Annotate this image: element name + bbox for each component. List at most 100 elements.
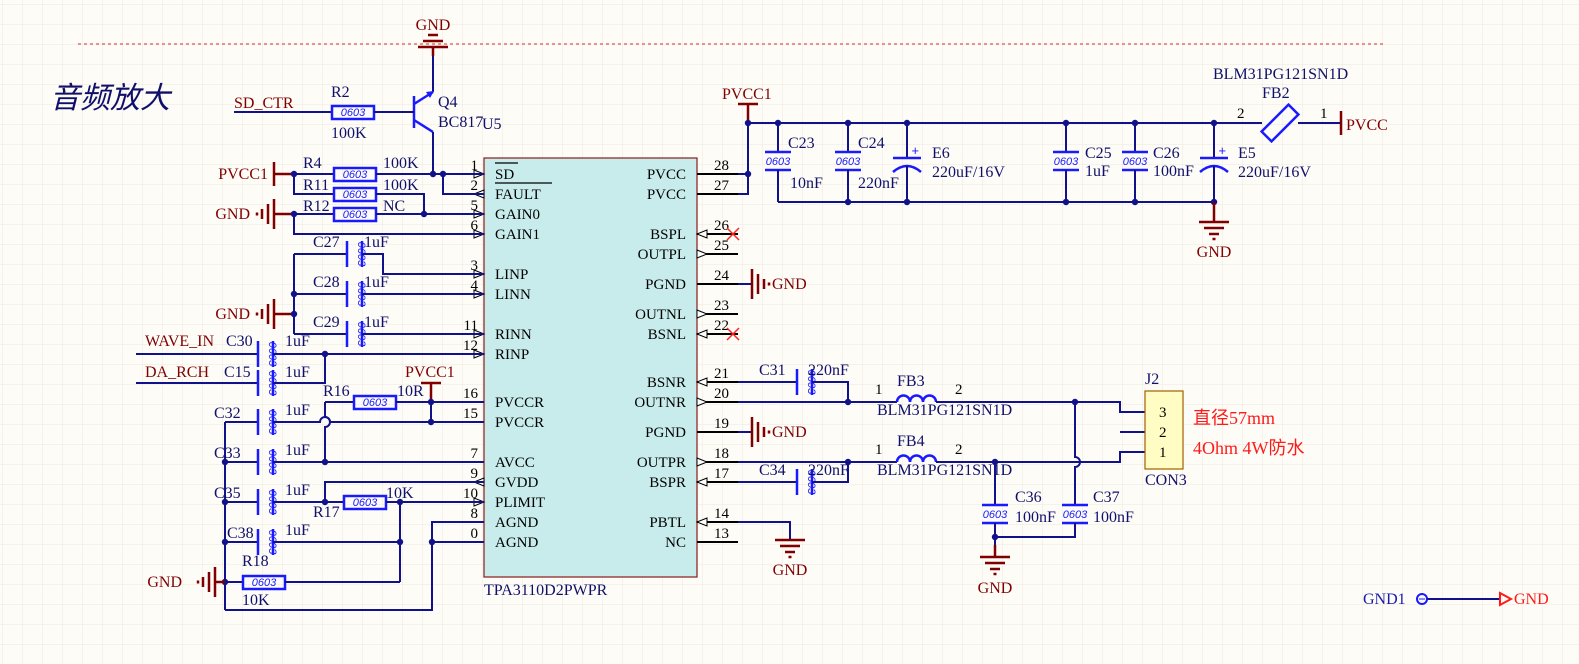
package-label: 0603 bbox=[266, 450, 278, 475]
schematic-title: 音频放大 bbox=[50, 82, 173, 115]
connector-pin-number: 2 bbox=[1159, 425, 1167, 441]
junction-dot bbox=[290, 290, 298, 298]
port-arrow-icon bbox=[1499, 591, 1514, 607]
package-label: 0603 bbox=[805, 370, 817, 395]
gnd-label: GND bbox=[772, 276, 807, 293]
c37-value: 100nF bbox=[1093, 509, 1134, 526]
r4-ref: R4 bbox=[303, 155, 322, 172]
c31-ref: C31 bbox=[759, 362, 786, 379]
fb3-pin-2: 2 bbox=[955, 382, 963, 398]
r2-value: 100K bbox=[331, 125, 367, 142]
pin-name: AGND bbox=[495, 515, 538, 531]
pin-number: 17 bbox=[714, 466, 730, 482]
gnd-label: GND bbox=[772, 424, 807, 441]
gnd-label: GND bbox=[147, 574, 182, 591]
junction-dot bbox=[844, 398, 852, 406]
connector-J2: 321 bbox=[1144, 390, 1184, 470]
polarity-plus-sign: + bbox=[911, 143, 919, 158]
fb3-value: BLM31PG121SN1D bbox=[877, 402, 1012, 419]
r11-value: 100K bbox=[383, 177, 419, 194]
package-label: 0603 bbox=[983, 509, 1008, 521]
pin-name: PGND bbox=[645, 277, 686, 293]
r12-ref: R12 bbox=[303, 198, 330, 215]
pin-name: LINP bbox=[495, 267, 528, 283]
pin-number: 22 bbox=[714, 318, 729, 334]
r12-value: NC bbox=[383, 198, 405, 215]
c35-ref: C35 bbox=[214, 485, 241, 502]
pin-output-arrow bbox=[695, 477, 708, 487]
net-label-sd-ctr: SD_CTR bbox=[234, 95, 294, 112]
pvcc1-label: PVCC1 bbox=[405, 364, 455, 381]
c26-value: 100nF bbox=[1153, 163, 1194, 180]
wire bbox=[293, 214, 484, 235]
pin-name: RINP bbox=[495, 347, 529, 363]
q4-ref: Q4 bbox=[438, 94, 458, 111]
pin-number: 7 bbox=[471, 446, 479, 462]
pin-number: 5 bbox=[471, 198, 479, 214]
c23-ref: C23 bbox=[788, 135, 815, 152]
fb4-pin-1: 1 bbox=[875, 442, 883, 458]
c36-ref: C36 bbox=[1015, 489, 1042, 506]
pin-input-arrow bbox=[696, 457, 709, 467]
c29-value: 1uF bbox=[364, 314, 389, 331]
transistor-collector bbox=[413, 118, 434, 134]
speaker-note-spec: 4Ohm 4W防水 bbox=[1193, 438, 1305, 458]
pin-name: GAIN1 bbox=[495, 227, 540, 243]
fb2-value: BLM31PG121SN1D bbox=[1213, 66, 1348, 83]
pin-number: 4 bbox=[471, 278, 479, 294]
wire bbox=[738, 123, 749, 195]
pin-number: 19 bbox=[714, 416, 729, 432]
package-label: 0603 bbox=[343, 169, 368, 181]
pin-number: 3 bbox=[471, 258, 479, 274]
ferrite-body bbox=[1259, 102, 1301, 144]
pin-name: GAIN0 bbox=[495, 207, 540, 223]
pin-name: NC bbox=[665, 535, 686, 551]
package-label: 0603 bbox=[1054, 156, 1079, 168]
c15-value: 1uF bbox=[285, 364, 310, 381]
package-label: 0603 bbox=[252, 577, 277, 589]
package-label: 0603 bbox=[355, 282, 367, 307]
r17-value: 10K bbox=[386, 485, 414, 502]
pin-name: OUTNL bbox=[635, 307, 686, 323]
fb4-value: BLM31PG121SN1D bbox=[877, 462, 1012, 479]
wire bbox=[738, 521, 791, 540]
package-label: 0603 bbox=[266, 410, 278, 435]
ferrite-bead-FB4 bbox=[895, 454, 938, 463]
wire bbox=[273, 354, 326, 384]
package-label: 0603 bbox=[363, 397, 388, 409]
c32-value: 1uF bbox=[285, 402, 310, 419]
q4-value: BC817 bbox=[438, 114, 483, 131]
pin-number: 21 bbox=[714, 366, 729, 382]
wire bbox=[1075, 451, 1145, 463]
pin-name: OUTPR bbox=[637, 455, 686, 471]
pin-number: 2 bbox=[471, 178, 479, 194]
c26-ref: C26 bbox=[1153, 145, 1180, 162]
r16-ref: R16 bbox=[323, 383, 350, 400]
ground-symbol bbox=[750, 417, 771, 447]
wire bbox=[995, 523, 1076, 538]
wire bbox=[812, 462, 849, 483]
ferrite-bead-FB2 bbox=[1259, 102, 1301, 144]
c38-value: 1uF bbox=[285, 522, 310, 539]
pin-number: 27 bbox=[714, 178, 730, 194]
c24-ref: C24 bbox=[858, 135, 885, 152]
gnd-label-top: GND bbox=[416, 17, 451, 34]
wire bbox=[442, 174, 484, 195]
package-label: 0603 bbox=[355, 242, 367, 267]
pin-input-arrow bbox=[696, 309, 709, 319]
gnd-label: GND bbox=[215, 306, 250, 323]
c34-value: 220nF bbox=[808, 462, 849, 479]
c25-value: 1uF bbox=[1085, 163, 1110, 180]
r16-value: 10R bbox=[397, 383, 424, 400]
wire bbox=[362, 253, 484, 275]
junction-dot bbox=[429, 170, 437, 178]
c27-ref: C27 bbox=[313, 234, 340, 251]
